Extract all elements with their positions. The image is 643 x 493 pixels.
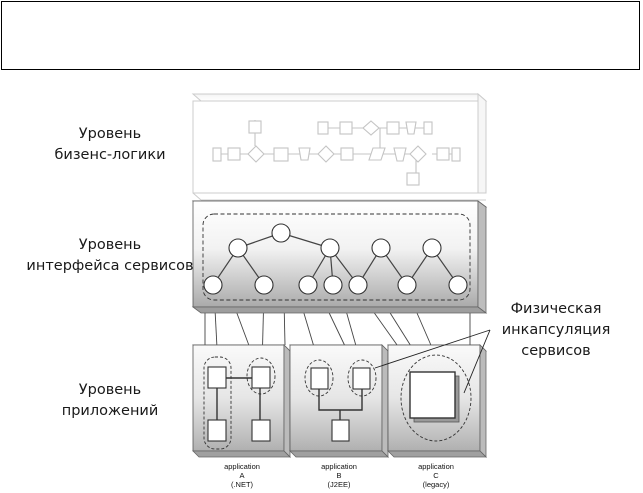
title-box — [1, 1, 640, 70]
encapsulation-callout-line2: инкапсуляция — [501, 322, 611, 338]
services-layer-label: Уровень интерфейса сервисов — [25, 235, 195, 277]
encapsulation-callout-line1: Физическая — [510, 301, 602, 317]
application-a-label-line2: A — [239, 471, 245, 480]
application-a-box — [192, 344, 291, 458]
services-layer-label-line2: интерфейса сервисов — [26, 258, 194, 274]
application-c-label-line3: (legacy) — [422, 480, 450, 489]
application-c-label: application C (legacy) — [401, 462, 471, 489]
business-layer-label-line1: Уровень — [78, 126, 142, 142]
application-a-label: application A (.NET) — [207, 462, 277, 489]
encapsulation-callout: Физическая инкапсуляция сервисов — [476, 299, 636, 362]
business-layer-label: Уровень бизенс-логики — [25, 124, 195, 166]
business-layer-label-line2: бизенс-логики — [54, 147, 166, 163]
service-tree — [203, 223, 468, 295]
business-logic-layer — [191, 92, 488, 201]
encapsulation-callout-line3: сервисов — [521, 343, 591, 359]
application-b-label: application B (J2EE) — [304, 462, 374, 489]
application-c-label-line1: application — [418, 462, 454, 471]
application-b-label-line1: application — [321, 462, 357, 471]
application-a-label-line1: application — [224, 462, 260, 471]
application-b-label-line3: (J2EE) — [327, 480, 351, 489]
services-layer-label-line1: Уровень — [78, 237, 142, 253]
callout-lines — [374, 329, 491, 394]
application-c-label-line2: C — [433, 471, 439, 480]
application-a-label-line3: (.NET) — [230, 480, 254, 489]
applications-layer-label: Уровень приложений — [25, 380, 195, 422]
application-b-box — [289, 344, 389, 458]
application-c-box — [387, 344, 487, 458]
application-b-label-line2: B — [336, 471, 342, 480]
business-process-flow — [212, 120, 461, 186]
applications-layer-label-line1: Уровень — [78, 382, 142, 398]
applications-layer-label-line2: приложений — [61, 403, 159, 419]
